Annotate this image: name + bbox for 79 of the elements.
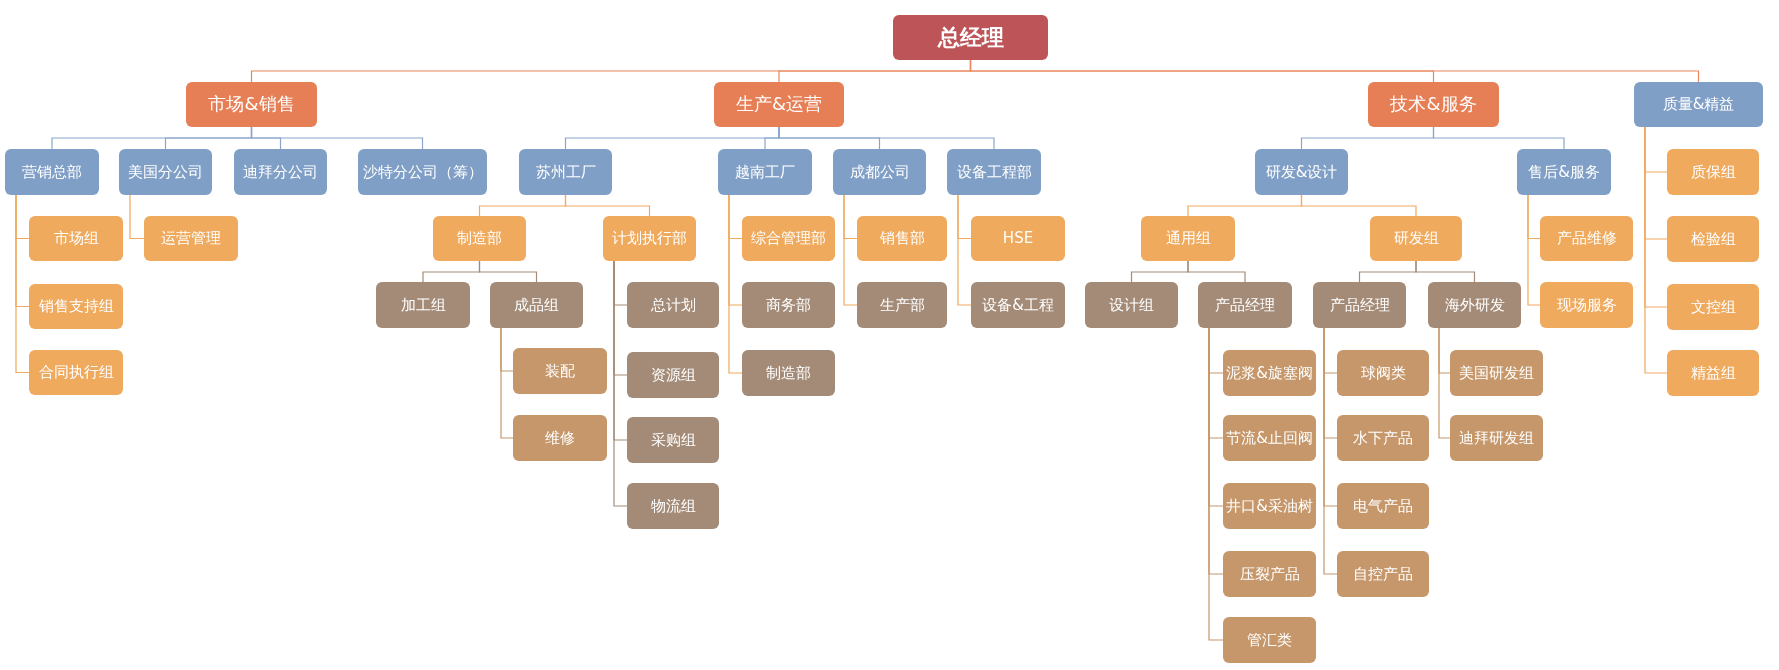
unit-box: 现场服务 (1540, 282, 1633, 328)
unit-box: 制造部 (433, 216, 526, 261)
unit-box: 设计组 (1085, 282, 1178, 328)
unit-box: 自控产品 (1337, 551, 1429, 597)
unit-box: 沙特分公司（筹） (358, 149, 487, 195)
division-box: 生产&运营 (714, 82, 844, 127)
unit-box: 产品经理 (1313, 282, 1406, 328)
unit-box: 质量&精益 (1634, 82, 1763, 127)
unit-box: 合同执行组 (29, 350, 123, 395)
connector-line (250, 126, 424, 150)
unit-box: 通用组 (1141, 216, 1235, 261)
unit-box: 成都公司 (833, 149, 926, 195)
unit-box: 市场组 (29, 216, 123, 261)
connector-line (564, 194, 651, 217)
connector-line (129, 194, 145, 240)
unit-box: 美国研发组 (1450, 350, 1543, 396)
unit-box: 成品组 (490, 282, 583, 328)
unit-box: 产品维修 (1540, 216, 1633, 261)
unit-box: 文控组 (1667, 284, 1759, 330)
unit-box: 迪拜研发组 (1450, 415, 1543, 461)
connector-line (1415, 260, 1476, 283)
unit-box: 迪拜分公司 (234, 149, 327, 195)
unit-box: 球阀类 (1337, 350, 1429, 396)
unit-box: 压裂产品 (1223, 551, 1316, 597)
unit-box: 售后&服务 (1517, 149, 1611, 195)
unit-box: 维修 (513, 415, 607, 461)
unit-box: 总计划 (627, 282, 719, 328)
connector-line (15, 194, 30, 374)
unit-box: 越南工厂 (718, 149, 812, 195)
unit-box: 销售支持组 (29, 284, 123, 329)
unit-box: 井口&采油树 (1223, 483, 1316, 529)
division-box: 技术&服务 (1368, 82, 1499, 127)
unit-box: 美国分公司 (119, 149, 212, 195)
unit-box: 产品经理 (1198, 282, 1292, 328)
connector-line (1187, 260, 1246, 283)
connector-line (500, 327, 514, 439)
unit-box: 设备工程部 (947, 149, 1041, 195)
connector-line (969, 59, 1700, 83)
connector-line (1300, 194, 1417, 217)
unit-box: HSE (971, 216, 1065, 261)
unit-box: 综合管理部 (742, 216, 835, 261)
unit-box: 泥浆&旋塞阀 (1223, 350, 1316, 396)
connector-line (478, 260, 538, 283)
connector-line (728, 194, 743, 374)
connector-line (1323, 327, 1338, 575)
unit-box: 加工组 (376, 282, 470, 328)
connector-line (957, 194, 972, 306)
unit-box: 装配 (513, 348, 607, 394)
unit-box: 检验组 (1667, 216, 1759, 262)
unit-box: 精益组 (1667, 350, 1759, 396)
connector-line (1438, 327, 1451, 439)
division-box: 市场&销售 (186, 82, 317, 127)
unit-box: 物流组 (627, 483, 719, 529)
connector-line (1208, 327, 1224, 641)
unit-box: 销售部 (857, 216, 947, 261)
unit-box: 海外研发 (1428, 282, 1521, 328)
connector-line (1527, 194, 1541, 306)
unit-box: 营销总部 (5, 149, 99, 195)
connector-line (843, 194, 858, 306)
unit-box: 水下产品 (1337, 415, 1429, 461)
connector-line (1432, 126, 1565, 150)
unit-box: 生产部 (857, 282, 947, 328)
unit-box: 计划执行部 (603, 216, 696, 261)
unit-box: 制造部 (742, 350, 835, 396)
unit-box: 运营管理 (144, 216, 238, 261)
unit-box: 研发组 (1370, 216, 1462, 261)
unit-box: 苏州工厂 (519, 149, 612, 195)
unit-box: 质保组 (1667, 149, 1759, 195)
unit-box: 节流&止回阀 (1223, 415, 1316, 461)
unit-box: 商务部 (742, 282, 835, 328)
unit-box: 采购组 (627, 417, 719, 463)
unit-box: 管汇类 (1223, 617, 1316, 663)
unit-box: 研发&设计 (1255, 149, 1348, 195)
unit-box: 电气产品 (1337, 483, 1429, 529)
unit-box: 设备&工程 (971, 282, 1065, 328)
connector-line (1644, 126, 1668, 374)
unit-box: 资源组 (627, 352, 719, 398)
connector-line (613, 260, 628, 507)
division-box: 总经理 (893, 15, 1048, 60)
